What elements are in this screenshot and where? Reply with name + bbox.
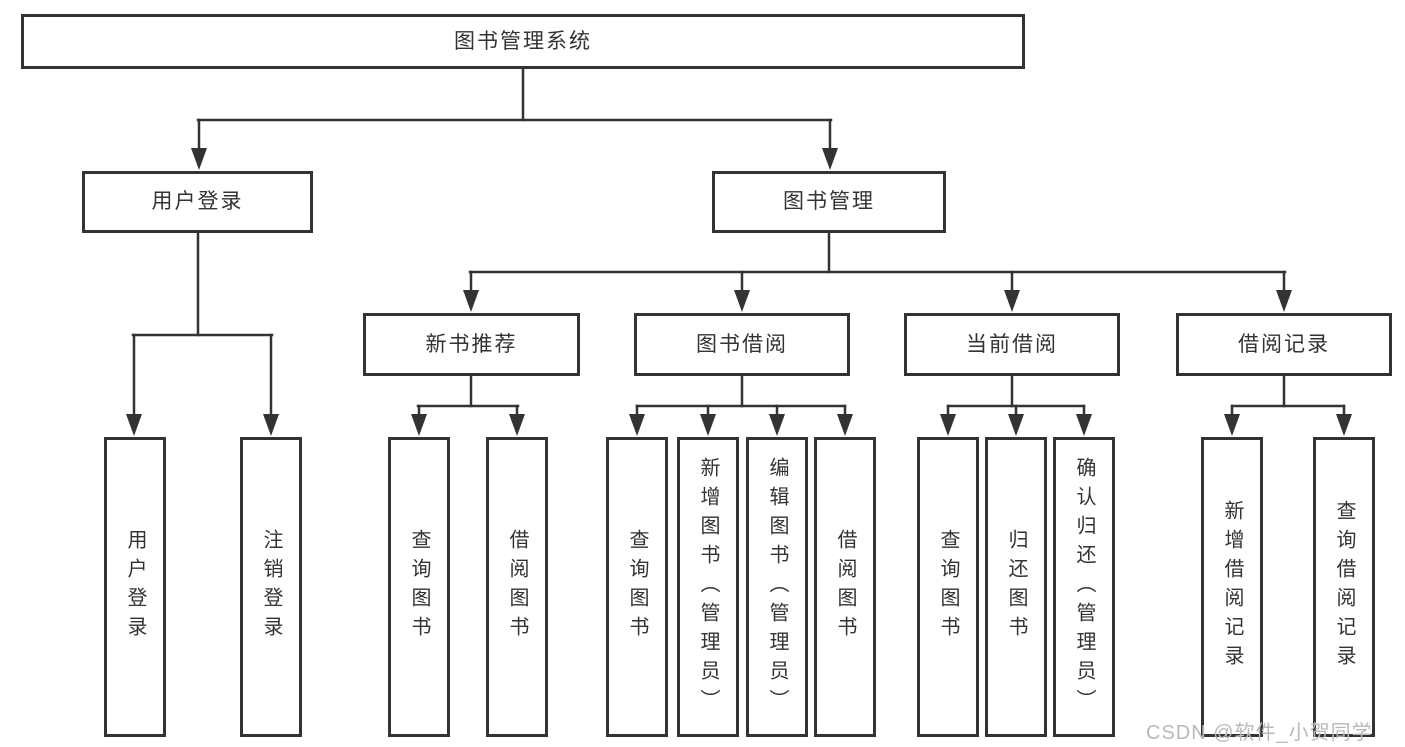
leaf-records-query-record: 查询借阅记录 — [1313, 437, 1375, 737]
node-borrow-records: 借阅记录 — [1176, 313, 1392, 376]
leaf-logout: 注销登录 — [240, 437, 302, 737]
leaf-current-confirm-return-admin: 确认归还（管理员） — [1053, 437, 1115, 737]
leaf-current-return-books: 归还图书 — [985, 437, 1047, 737]
node-user-login-branch: 用户登录 — [82, 171, 313, 233]
leaf-borrow-borrow-books: 借阅图书 — [814, 437, 876, 737]
leaf-current-query-books: 查询图书 — [917, 437, 979, 737]
node-book-borrow: 图书借阅 — [634, 313, 850, 376]
arrowheads — [126, 148, 1352, 436]
node-book-management: 图书管理 — [712, 171, 946, 233]
leaf-recommend-query-books: 查询图书 — [388, 437, 450, 737]
leaf-borrow-edit-books-admin: 编辑图书（管理员） — [746, 437, 808, 737]
node-library-management-system: 图书管理系统 — [21, 14, 1025, 69]
leaf-user-login: 用户登录 — [104, 437, 166, 737]
node-new-book-recommend: 新书推荐 — [363, 313, 580, 376]
leaf-borrow-query-books: 查询图书 — [606, 437, 668, 737]
leaf-borrow-add-books-admin: 新增图书（管理员） — [677, 437, 739, 737]
leaf-records-add-record: 新增借阅记录 — [1201, 437, 1263, 737]
node-current-borrow: 当前借阅 — [904, 313, 1120, 376]
csdn-watermark: CSDN @软件_小贺同学 — [1146, 722, 1373, 744]
leaf-recommend-borrow-books: 借阅图书 — [486, 437, 548, 737]
